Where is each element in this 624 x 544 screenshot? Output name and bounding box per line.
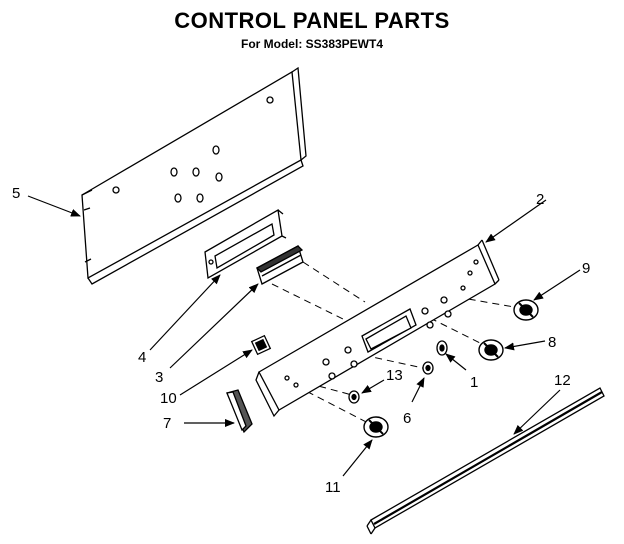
part-4-bracket bbox=[204, 208, 287, 280]
part-13-screw bbox=[348, 390, 360, 404]
part-1-stem bbox=[436, 340, 448, 356]
part-7-end-cap bbox=[226, 389, 253, 434]
callout-labels: 5 2 9 8 1 4 3 10 7 13 6 11 12 bbox=[12, 185, 590, 496]
part-10-switch bbox=[250, 334, 272, 356]
part-2-control-panel bbox=[255, 239, 500, 418]
part-12-trim-strip bbox=[366, 387, 605, 535]
callout-10: 10 bbox=[160, 390, 177, 407]
callout-3: 3 bbox=[155, 369, 163, 386]
callout-8: 8 bbox=[548, 334, 556, 351]
part-8-knob bbox=[478, 339, 504, 361]
callout-9: 9 bbox=[582, 260, 590, 277]
diagram-title: CONTROL PANEL PARTS bbox=[174, 8, 450, 33]
callout-5: 5 bbox=[12, 185, 20, 202]
part-6-nut bbox=[422, 361, 434, 375]
part-5-rear-panel bbox=[81, 66, 307, 285]
callout-6: 6 bbox=[403, 410, 411, 427]
callout-11: 11 bbox=[325, 479, 341, 496]
callout-4: 4 bbox=[138, 349, 146, 366]
callout-7: 7 bbox=[163, 415, 171, 432]
part-11-knob bbox=[363, 416, 389, 438]
model-subtitle: For Model: SS383PEWT4 bbox=[240, 37, 384, 51]
callout-13: 13 bbox=[386, 367, 403, 384]
callout-2: 2 bbox=[536, 191, 544, 208]
callout-1: 1 bbox=[470, 374, 478, 391]
callout-12: 12 bbox=[554, 372, 571, 389]
part-3-control-board bbox=[255, 245, 304, 285]
leader-lines bbox=[27, 195, 581, 477]
part-9-knob bbox=[513, 299, 539, 321]
